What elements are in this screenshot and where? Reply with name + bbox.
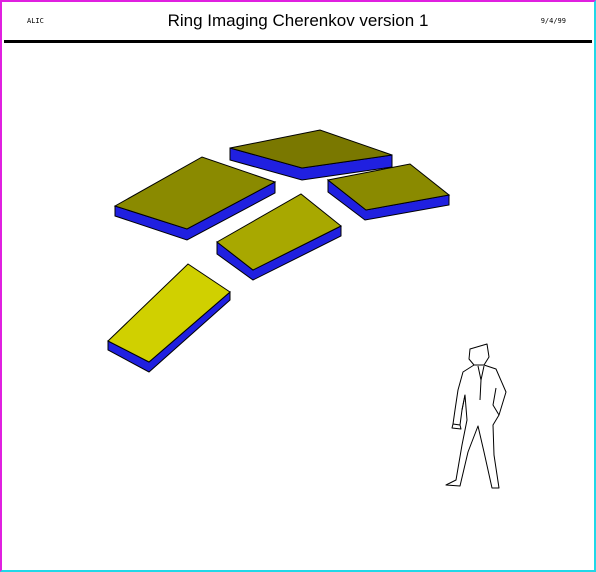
rich-module-middle (216, 193, 342, 281)
header-left-label: ALIC (27, 17, 44, 25)
human-scale-figure (445, 343, 507, 489)
page-title: Ring Imaging Cherenkov version 1 (167, 11, 429, 30)
rich-module-right (326, 163, 451, 221)
rich-module-top-center (229, 129, 393, 181)
rich-module-top-left (113, 156, 277, 241)
rich-module-bottom-left (107, 263, 231, 373)
header-date-label: 9/4/99 (540, 17, 566, 25)
title-bar: ALIC Ring Imaging Cherenkov version 1 9/… (4, 4, 592, 43)
